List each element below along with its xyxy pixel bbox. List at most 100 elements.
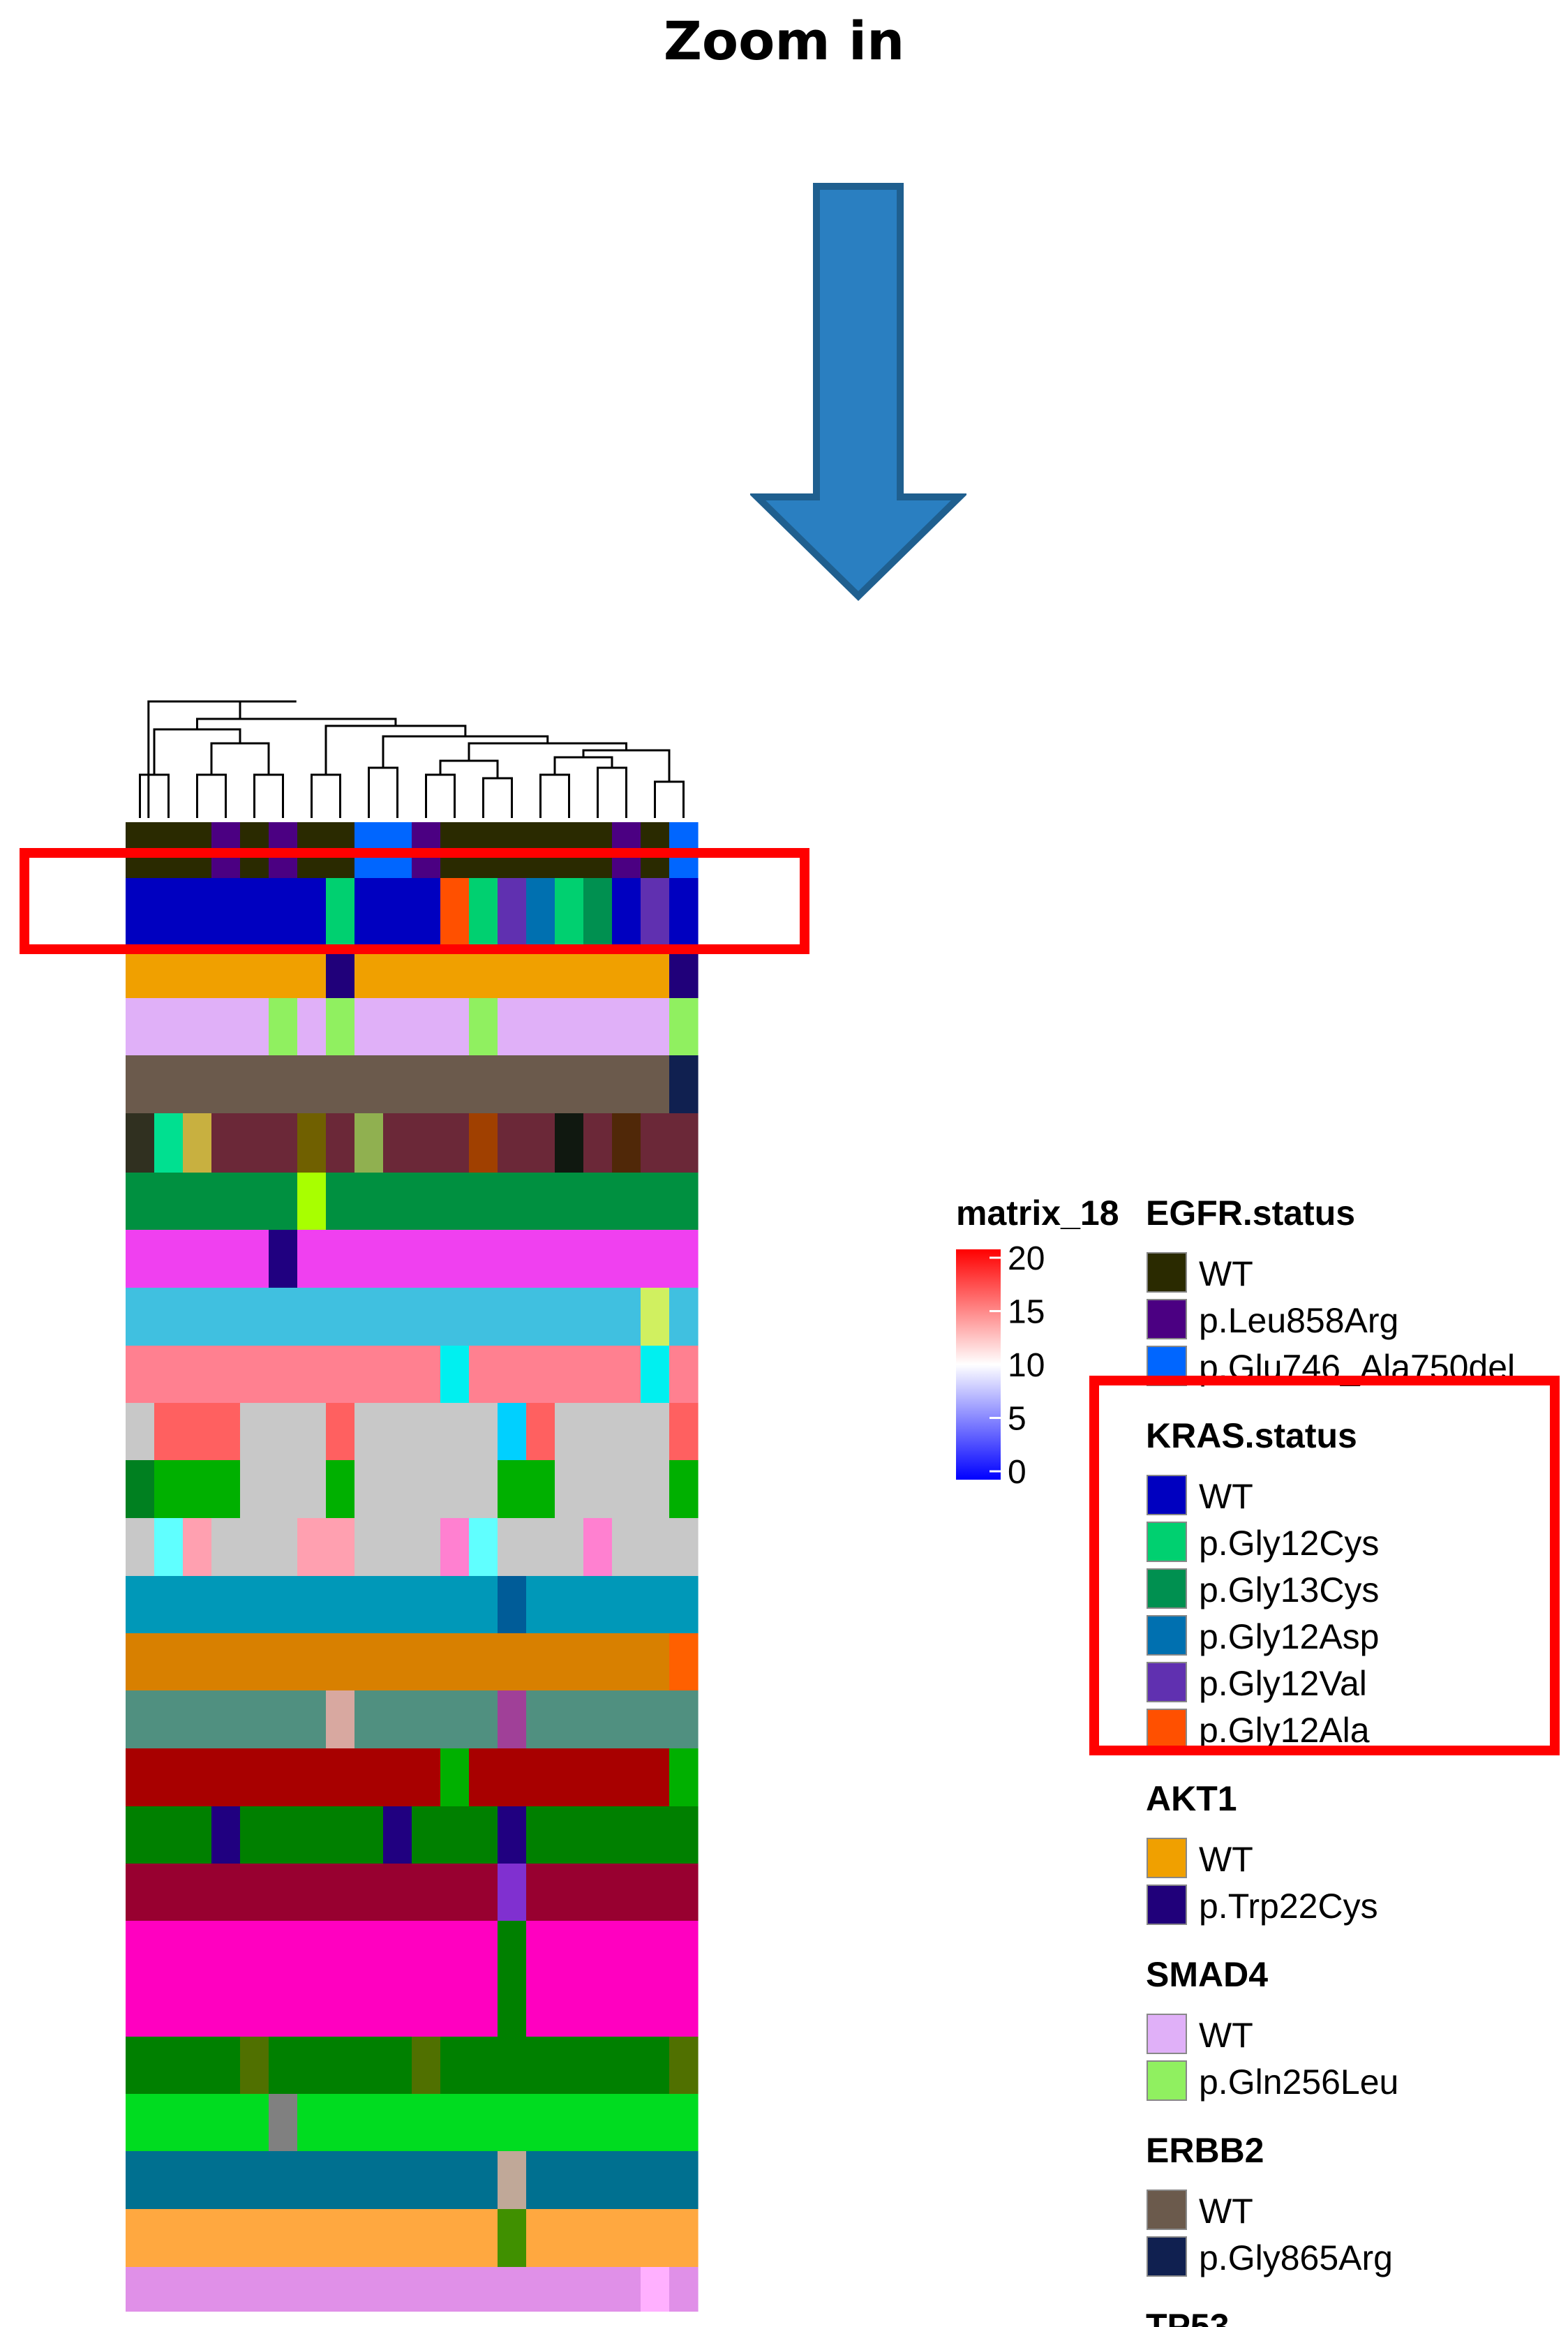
heatmap-cell (498, 2209, 527, 2267)
heatmap-cell (354, 1288, 384, 1346)
heatmap-cell (383, 2094, 412, 2151)
heatmap-cell (240, 2037, 269, 2094)
heatmap-cell (526, 857, 555, 878)
heatmap-cell (440, 1806, 470, 1864)
colorbar-tick-label: 15 (1008, 1294, 1045, 1331)
heatmap-cell (326, 1230, 355, 1288)
heatmap-cell (211, 1288, 241, 1346)
dendrogram-branch (368, 766, 398, 818)
heatmap-cell (555, 1403, 584, 1460)
heatmap-cell (269, 998, 298, 1055)
dendrogram-branch (148, 700, 241, 719)
heatmap-cell (326, 1460, 355, 1518)
heatmap-cell (383, 998, 412, 1055)
heatmap-cell (412, 1230, 441, 1288)
heatmap-cell (526, 1690, 555, 1748)
heatmap-cell (126, 1864, 155, 1921)
heatmap-cell (498, 2267, 527, 2312)
heatmap-cell (612, 1518, 641, 1576)
heatmap-cell (583, 1633, 613, 1690)
heatmap-cell (297, 1518, 327, 1576)
heatmap-cell (354, 857, 384, 878)
heatmap-cell (383, 1921, 412, 1979)
heatmap-cell (211, 2209, 241, 2267)
heatmap-cell (354, 1979, 384, 2037)
heatmap-cell (240, 1690, 269, 1748)
heatmap-cell (126, 2037, 155, 2094)
heatmap-cell (612, 2151, 641, 2209)
heatmap-cell (526, 2209, 555, 2267)
heatmap-cell (354, 1113, 384, 1173)
heatmap-cell (469, 998, 498, 1055)
heatmap-cell (269, 2037, 298, 2094)
heatmap-cell (183, 1346, 212, 1403)
heatmap-cell (669, 951, 699, 998)
heatmap-cell (440, 857, 470, 878)
heatmap-cell (555, 1921, 584, 1979)
heatmap-cell (183, 1690, 212, 1748)
heatmap-cell (498, 1633, 527, 1690)
heatmap-cell (183, 1055, 212, 1113)
heatmap-cell (555, 1346, 584, 1403)
heatmap-cell (612, 1864, 641, 1921)
heatmap-cell (383, 1113, 412, 1173)
heatmap-cell (612, 878, 641, 951)
heatmap-cell (240, 1748, 269, 1806)
heatmap-cell (469, 1055, 498, 1113)
heatmap-cell (440, 2094, 470, 2151)
heatmap-cell (555, 2151, 584, 2209)
heatmap-cell (211, 2151, 241, 2209)
heatmap-cell (612, 1460, 641, 1518)
heatmap-cell (269, 1403, 298, 1460)
heatmap-cell (240, 1460, 269, 1518)
heatmap-cell (641, 1576, 670, 1633)
heatmap-chart (20, 700, 809, 2312)
heatmap-cell (526, 1806, 555, 1864)
heatmap-cell (555, 2094, 584, 2151)
heatmap-cell (154, 857, 184, 878)
heatmap-cell (211, 2094, 241, 2151)
heatmap-cell (440, 998, 470, 1055)
heatmap-cell (469, 878, 498, 951)
heatmap-cell (269, 2209, 298, 2267)
heatmap-cell (383, 1460, 412, 1518)
legend-label: p.Gly12Val (1199, 1664, 1367, 1703)
heatmap-cell (297, 1403, 327, 1460)
heatmap-cell (498, 878, 527, 951)
heatmap-cell (669, 1113, 699, 1173)
heatmap-cell (555, 998, 584, 1055)
legend-label: p.Gly13Cys (1199, 1570, 1379, 1609)
legend-title: TP53 (1146, 2307, 1230, 2327)
heatmap-cell (641, 1921, 670, 1979)
legend-title: ERBB2 (1146, 2131, 1264, 2170)
heatmap-cell (354, 1346, 384, 1403)
heatmap-cell (354, 878, 384, 951)
heatmap-cell (326, 1690, 355, 1748)
heatmap-cell (326, 1518, 355, 1576)
heatmap-cell (240, 1921, 269, 1979)
dendrogram-branch (382, 735, 549, 768)
heatmap-cell (269, 857, 298, 878)
heatmap-cell (240, 1633, 269, 1690)
heatmap-cell (383, 1748, 412, 1806)
heatmap-cell (383, 878, 412, 951)
legend-swatch (1147, 1522, 1187, 1562)
heatmap-cell (612, 2094, 641, 2151)
heatmap-cell (440, 2267, 470, 2312)
heatmap-cell (354, 1576, 384, 1633)
heatmap-cell (412, 1055, 441, 1113)
heatmap-cell (354, 1690, 384, 1748)
heatmap-cell (154, 2151, 184, 2209)
dendrogram-branch (425, 773, 456, 818)
heatmap-cell (126, 2209, 155, 2267)
heatmap-cell (526, 1055, 555, 1113)
heatmap-cell (440, 1921, 470, 1979)
heatmap-cell (498, 1806, 527, 1864)
heatmap-cell (240, 2267, 269, 2312)
legend-label: p.Trp22Cys (1199, 1887, 1378, 1926)
heatmap-cell (183, 2037, 212, 2094)
heatmap-cell (126, 1403, 155, 1460)
legend-swatch (1147, 1838, 1187, 1878)
